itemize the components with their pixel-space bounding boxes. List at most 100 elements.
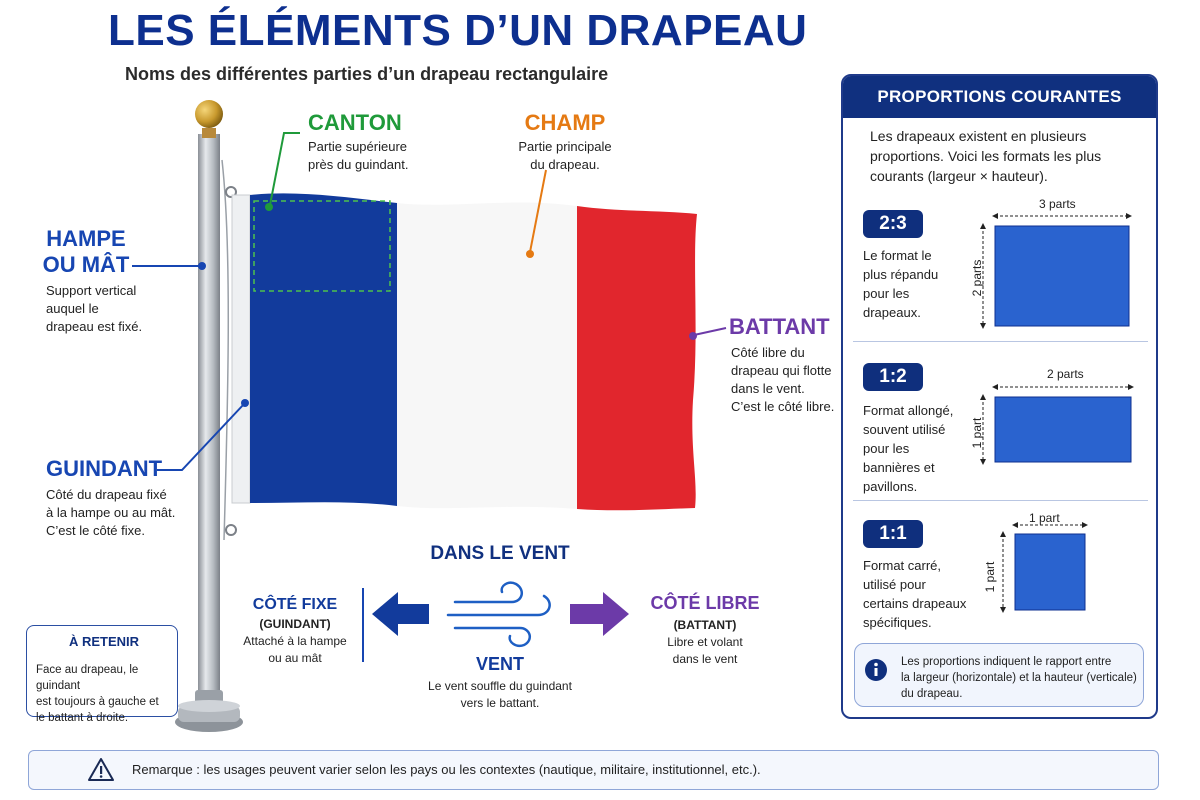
champ-text-line: Partie principale [518,139,612,154]
rect-1-1 [1014,533,1086,611]
retenir-text-line: est toujours à gauche et [36,696,159,708]
fixed-side-sub: (GUINDANT) [259,617,331,631]
grommet-top [225,186,237,198]
free-side-text-line: dans le vent [672,652,738,666]
arrow-right-icon [570,592,629,636]
battant-leader [693,327,727,336]
champ-text-line: du drapeau. [530,157,600,172]
canton-leader [269,132,300,206]
battant-text-line: dans le vent. [731,381,805,396]
format-desc-line: pour les [863,441,910,456]
guindant-title: GUINDANT [46,456,163,481]
canton-description: Partie supérieure près du guindant. [308,138,448,174]
format-desc-line: Format allongé, [863,403,954,418]
battant-description: Côté libre du drapeau qui flotte dans le… [731,344,841,416]
hampe-title-line2: OU MÂT [42,252,130,277]
format-separator [853,500,1148,501]
width-label-1-1: 1 part [1029,511,1060,525]
retenir-box: À RETENIR Face au drapeau, le guindant e… [26,625,178,724]
fixed-side-text-line: Attaché à la hampe [243,634,347,648]
canton-text-line: près du guindant. [308,157,409,172]
format-desc-line: souvent utilisé [863,422,946,437]
arrow-left-icon [372,592,429,636]
flag-white-band [397,202,577,509]
info-text-line: Les proportions indiquent le rapport ent… [901,656,1112,668]
intro-line: courants (largeur × hauteur). [870,168,1048,184]
format-badge-1-2: 1:2 [863,363,923,391]
battant-text-line: Côté libre du [731,345,805,360]
retenir-text-line: Face au drapeau, le guindant [36,664,139,692]
flag-pole [175,100,243,732]
fixed-side-title: CÔTÉ FIXE [252,596,338,613]
free-side-sub: (BATTANT) [673,618,737,632]
wind-center-text: Le vent souffle du guindant vers le batt… [415,678,585,712]
remark-text: Remarque : les usages peuvent varier sel… [132,762,761,777]
fixed-side-text-line: ou au mât [268,651,322,665]
width-label-1-2: 2 parts [1047,367,1084,381]
retenir-text: Face au drapeau, le guindant est toujour… [36,662,176,726]
format-desc-line: Format carré, [863,558,942,573]
info-icon [865,659,887,681]
page-title: LES ÉLÉMENTS D’UN DRAPEAU [108,6,808,55]
wind-icon [446,581,551,647]
guindant-description: Côté du drapeau fixé à la hampe ou au mâ… [46,486,196,540]
format-desc-line: pavillons. [863,479,918,494]
hampe-description: Support vertical auquel le drapeau est f… [46,282,166,336]
format-desc-1-2: Format allongé, souvent utilisé pour les… [863,401,973,496]
format-separator [853,341,1148,342]
wind-center-text-line: Le vent souffle du guindant [428,679,572,693]
page-subtitle: Noms des différentes parties d’un drapea… [125,64,609,84]
warning-icon [88,758,114,781]
format-desc-line: utilisé pour [863,577,926,592]
guindant-text-line: Côté du drapeau fixé [46,487,167,502]
hampe-text-line: auquel le [46,301,99,316]
free-side-block: CÔTÉ LIBRE (BATTANT) Libre et volant dan… [640,593,770,668]
wind-title: DANS LE VENT [430,543,570,564]
hampe-title: HAMPE OU MÂT [40,226,132,278]
format-badge-1-1: 1:1 [863,520,923,548]
battant-text-line: C’est le côté libre. [731,399,835,414]
flag-diagram [33,100,727,732]
flag-blue-band [250,193,397,506]
rect-2-3 [994,225,1130,327]
canton-title: CANTON [308,110,402,135]
info-text-line: du drapeau. [901,688,963,700]
battant-title: BATTANT [729,314,830,339]
free-side-title: CÔTÉ LIBRE [650,593,760,613]
format-desc-line: pour les [863,286,910,301]
proportion-diagrams [980,213,1134,613]
champ-title: CHAMP [524,110,606,135]
fixed-side-text: Attaché à la hampe ou au mât [236,633,354,667]
format-desc-line: plus répandu [863,267,939,282]
guindant-text-line: C’est le côté fixe. [46,523,145,538]
format-desc-line: certains drapeaux [863,596,967,611]
wind-center-text-line: vers le battant. [460,696,540,710]
flag-red-band [577,206,697,511]
free-side-text: Libre et volant dans le vent [640,634,770,668]
format-desc-line: drapeaux. [863,305,921,320]
intro-line: proportions. Voici les formats les plus [870,148,1102,164]
retenir-text-line: le battant à droite. [36,712,129,724]
rect-1-2 [994,396,1132,463]
battant-text-line: drapeau qui flotte [731,363,832,378]
format-desc-line: Le format le [863,248,932,263]
format-desc-line: bannières et [863,460,935,475]
pole-finial [195,100,223,128]
wind-center-title: VENT [475,654,524,674]
hampe-text-line: drapeau est fixé. [46,319,143,334]
hampe-text-line: Support vertical [46,283,137,298]
grommet-bottom [225,524,237,536]
flag [231,193,697,511]
champ-description: Partie principale du drapeau. [495,138,635,174]
info-box: Les proportions indiquent le rapport ent… [854,643,1144,707]
width-label-2-3: 3 parts [1039,197,1076,211]
format-desc-line: spécifiques. [863,615,932,630]
retenir-title: À RETENIR [69,634,140,649]
format-desc-2-3: Le format le plus répandu pour les drape… [863,246,973,322]
fixed-side-block: CÔTÉ FIXE (GUINDANT) Attaché à la hampe … [236,596,354,667]
wind-center-block: VENT Le vent souffle du guindant vers le… [415,654,585,712]
canton-zone [253,200,391,292]
proportions-panel-title: PROPORTIONS COURANTES [843,76,1156,118]
remark-bar: Remarque : les usages peuvent varier sel… [28,750,1159,790]
info-text: Les proportions indiquent le rapport ent… [901,654,1137,702]
